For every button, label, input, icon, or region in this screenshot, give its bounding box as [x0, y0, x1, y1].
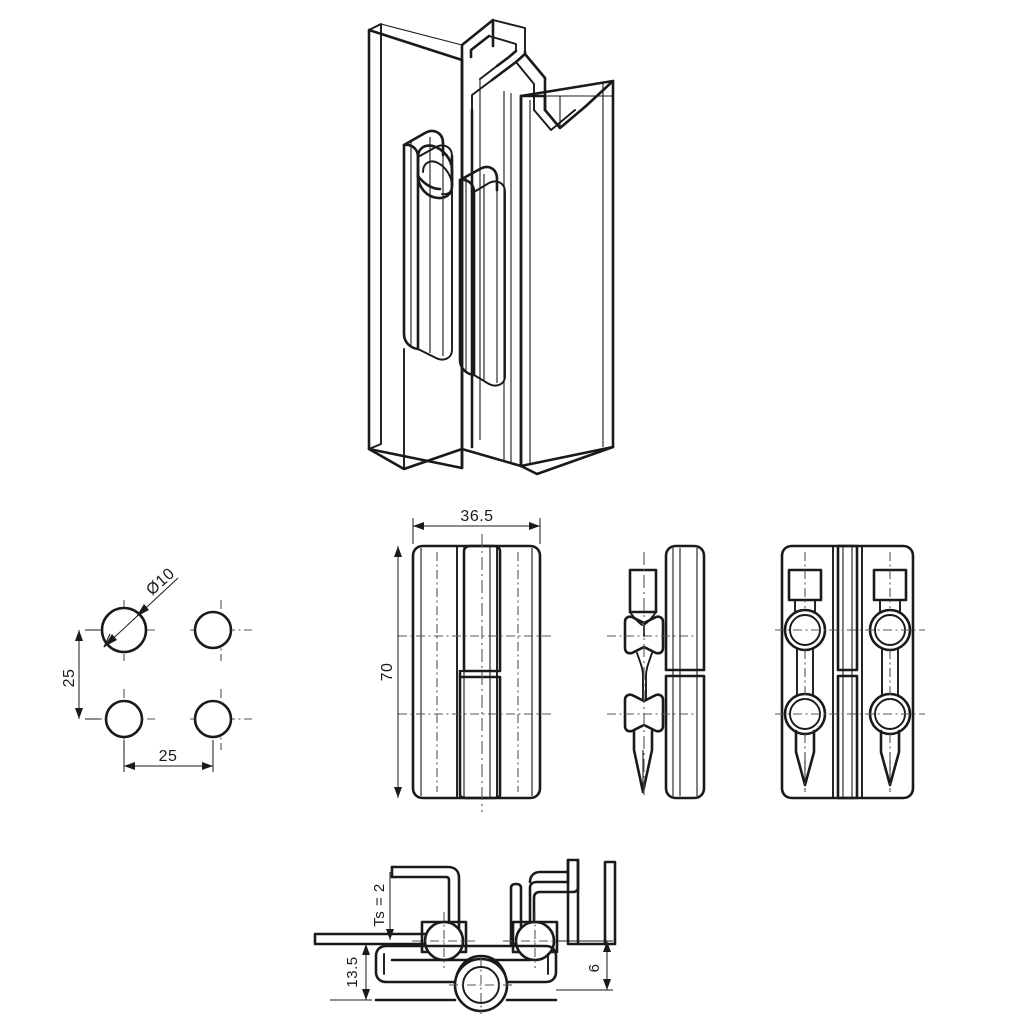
dim-label-25-horizontal: 25 [159, 748, 178, 765]
side-view [607, 544, 706, 800]
hole-bottom-right [193, 699, 233, 739]
dim-label-36-5: 36.5 [460, 508, 493, 525]
rear-view [775, 544, 925, 800]
hole-bottom-left [104, 699, 144, 739]
hole-pattern-view: Ø10 25 25 [61, 565, 252, 772]
dim-label-25-vertical: 25 [61, 669, 78, 688]
dim-offset-13-5 [315, 943, 372, 1001]
isometric-assembly-view [367, 18, 615, 476]
hole-top-right [193, 610, 233, 650]
section-view: Ts = 2 13.5 6 [313, 858, 617, 1014]
dim-width [412, 518, 541, 544]
dim-pitch-vertical [75, 629, 100, 720]
dim-pitch-horizontal [123, 740, 214, 772]
front-view: 36.5 70 [379, 508, 553, 812]
dim-label-ts: Ts = 2 [371, 883, 388, 926]
dim-sheet-thickness [386, 872, 394, 940]
dim-offset-6 [556, 940, 613, 991]
diameter-leader [103, 577, 179, 648]
dim-label-70: 70 [379, 663, 396, 682]
dim-label-13-5: 13.5 [344, 956, 361, 987]
dim-label-6: 6 [586, 964, 603, 973]
dim-height [394, 546, 402, 798]
